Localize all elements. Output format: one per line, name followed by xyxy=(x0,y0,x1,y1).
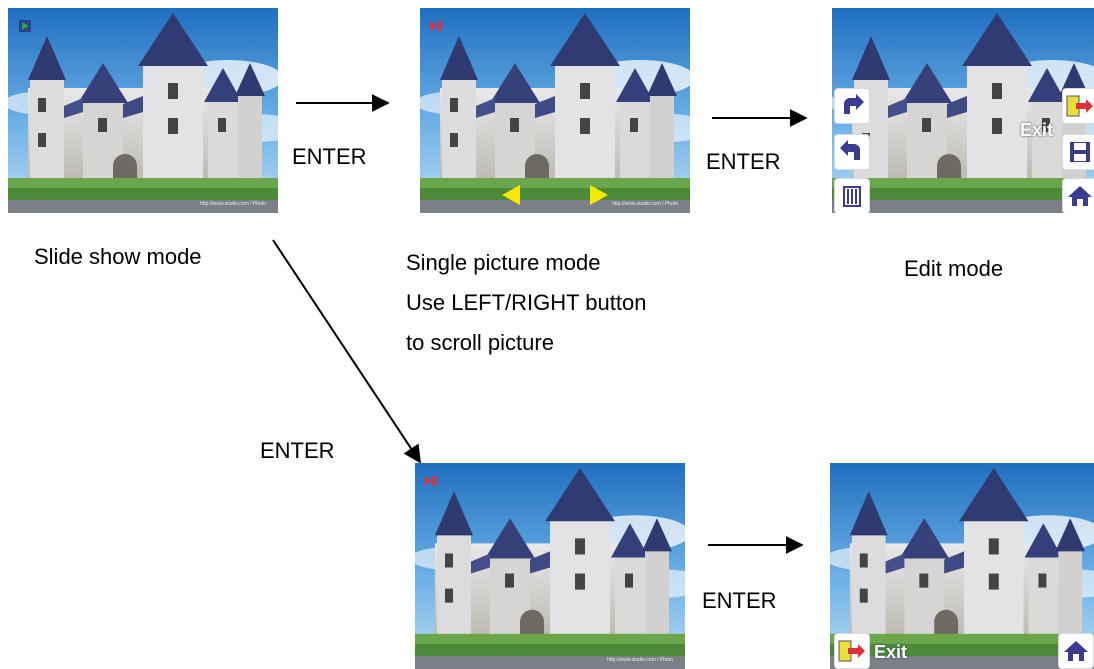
home-icon[interactable] xyxy=(1062,178,1094,213)
delete-icon[interactable] xyxy=(834,178,870,213)
enter-label-3: ENTER xyxy=(260,438,335,463)
castle-photo xyxy=(832,8,1094,213)
pause-icon xyxy=(425,476,437,486)
watermark: http://www.studio.com / Photo xyxy=(612,201,678,207)
left-arrow-icon[interactable] xyxy=(500,184,522,206)
watermark: http://www.studio.com / Photo xyxy=(200,201,266,207)
exit-icon[interactable] xyxy=(834,633,870,669)
exit-icon[interactable] xyxy=(1062,88,1094,124)
bottom-picture-screenshot: http://www.studio.com / Photo xyxy=(415,463,685,669)
bottom-edit-screenshot: Exit xyxy=(830,463,1094,669)
right-arrow-icon[interactable] xyxy=(588,184,610,206)
exit-label: Exit xyxy=(1020,120,1054,140)
castle-photo xyxy=(420,8,690,213)
caption-single-line3: to scroll picture xyxy=(406,330,554,355)
single-picture-screenshot: http://www.studio.com / Photo xyxy=(420,8,690,213)
arrow-slideshow-to-bottom xyxy=(272,239,421,464)
exit-label: Exit xyxy=(874,642,908,662)
caption-single-line2: Use LEFT/RIGHT button xyxy=(406,290,647,315)
enter-label-2: ENTER xyxy=(706,149,781,174)
rotate-left-icon[interactable] xyxy=(834,134,870,170)
home-icon[interactable] xyxy=(1058,633,1094,669)
caption-single-line1: Single picture mode xyxy=(406,250,601,275)
enter-label-4: ENTER xyxy=(702,588,777,613)
save-icon[interactable] xyxy=(1062,134,1094,170)
rotate-right-icon[interactable] xyxy=(834,88,870,124)
edit-mode-screenshot: Exit xyxy=(832,8,1094,213)
pause-icon xyxy=(430,21,442,31)
watermark: http://www.studio.com / Photo xyxy=(607,657,673,663)
slideshow-screenshot: http://www.studio.com / Photo xyxy=(8,8,278,213)
castle-photo xyxy=(8,8,278,213)
play-icon xyxy=(19,20,31,32)
caption-edit: Edit mode xyxy=(904,256,1004,281)
castle-photo xyxy=(415,463,685,669)
caption-slideshow: Slide show mode xyxy=(34,244,202,269)
enter-label-1: ENTER xyxy=(292,144,367,169)
